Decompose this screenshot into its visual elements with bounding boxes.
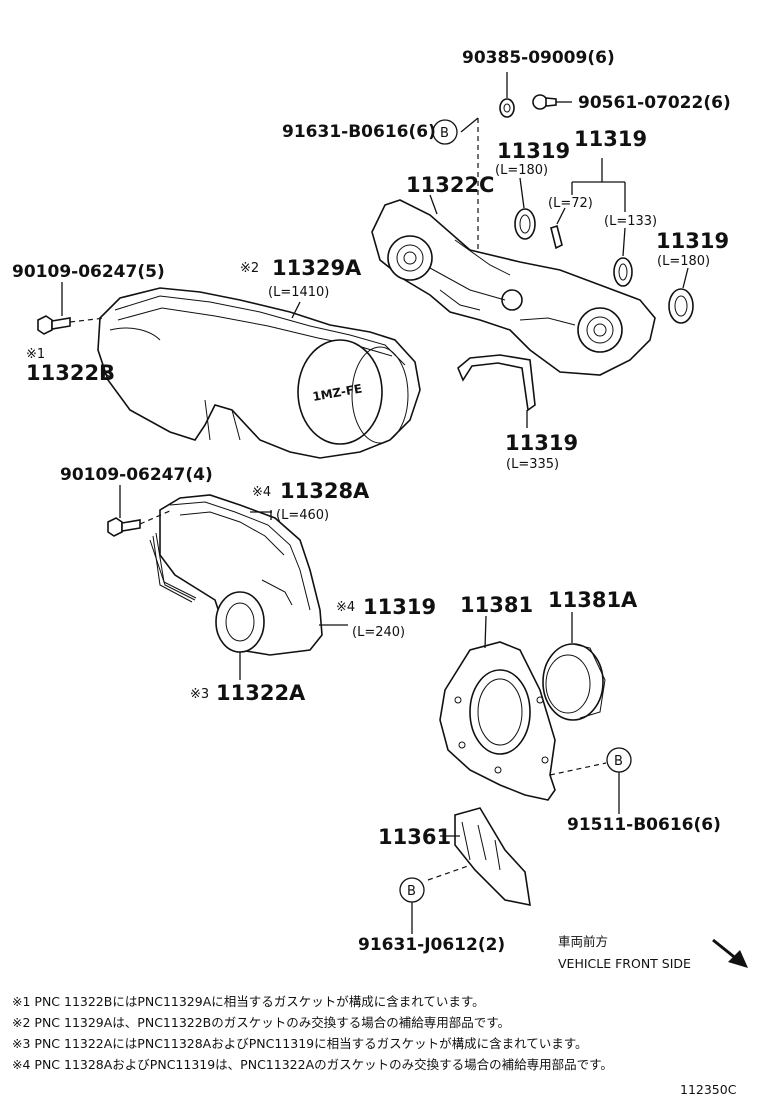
label-11329a-len: (L=1410) [268,285,329,300]
cover-plate-11361 [454,807,531,907]
footnote-2: ※2 PNC 11329Aは、PNC11322Bのガスケットのみ交換する場合の補… [12,1015,510,1030]
footnote-1: ※1 PNC 11322BにはPNC11329Aに相当するガスケットが構成に含ま… [12,994,485,1009]
label-11319-a-len: (L=180) [495,163,548,178]
ref-b-circle-top [432,119,458,145]
label-11319-group-len2: (L=133) [604,214,657,229]
bolt-90109-4 [107,517,141,537]
label-11322a: 11322A [216,681,306,705]
label-11328a-len: (L=460) [276,508,329,523]
timing-belt-cover-11322b [97,287,421,459]
label-11322c: 11322C [406,173,494,197]
gasket-11319-c [613,257,633,287]
label-11329a-mark: ※2 [240,261,259,276]
label-11322a-mark: ※3 [190,687,209,702]
bolt-90109-5 [37,315,71,335]
gasket-11319-long [457,354,536,412]
label-11319-d: 11319 [505,431,578,455]
label-91631-top: 91631-B0616(6) [282,122,436,142]
label-90561: 90561-07022(6) [578,93,731,113]
oil-seal-11381a [542,643,606,721]
label-90109-4: 90109-06247(4) [60,465,213,485]
label-11319-e-len: (L=240) [352,625,405,640]
ref-b-mid: B [614,754,623,769]
label-91511: 91511-B0616(6) [567,815,721,835]
footnote-4: ※4 PNC 11328AおよびPNC11319は、PNC11322Aのガスケッ… [12,1057,613,1072]
ref-b-top: B [440,126,449,141]
gasket-11319-b [550,224,563,250]
label-11319-c: 11319 [656,229,729,253]
direction-en: VEHICLE FRONT SIDE [558,956,691,971]
label-90385: 90385-09009(6) [462,48,615,68]
timing-belt-plate-11322c [371,199,656,376]
label-90109-5: 90109-06247(5) [12,262,165,282]
label-11319-e-mark: ※4 [336,600,355,615]
timing-belt-cover-11322a [149,494,323,656]
label-11322b-mark: ※1 [26,347,45,362]
direction-jp: 車両前方 [558,934,608,949]
nut-90385 [499,98,515,118]
label-11328a: 11328A [280,479,370,503]
label-11319-d-len: (L=335) [506,457,559,472]
label-91631-bot: 91631-J0612(2) [358,935,505,955]
label-11319-e: 11319 [363,595,436,619]
gasket-11319-d [668,288,694,324]
label-11319-a: 11319 [497,139,570,163]
label-11319-c-len: (L=180) [657,254,710,269]
gasket-11319-a [514,208,536,240]
label-11329a: 11329A [272,256,362,280]
label-11328a-mark: ※4 [252,485,271,500]
figure-id: 112350C [680,1082,737,1097]
label-11361: 11361 [378,825,451,849]
vehicle-front-arrow-icon [712,938,748,968]
label-11319-group-len1: (L=72) [548,196,593,211]
bolt-90561 [532,94,557,110]
oil-seal-retainer-11381 [439,641,556,801]
ref-b-bot: B [407,884,416,899]
footnote-3: ※3 PNC 11322AにはPNC11328AおよびPNC11319に相当する… [12,1036,588,1051]
label-11381a: 11381A [548,588,638,612]
label-11381: 11381 [460,593,533,617]
label-11322b: 11322B [26,361,115,385]
label-11319-group: 11319 [574,127,647,151]
